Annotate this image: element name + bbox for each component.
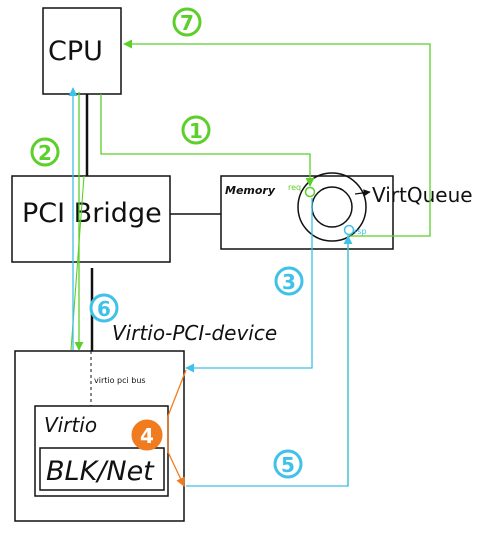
virtqueue-pointer	[354, 189, 371, 197]
virtio-label: Virtio	[44, 413, 97, 437]
step-badge-5: 5	[273, 449, 303, 479]
step-badge-2: 2	[30, 137, 60, 167]
step-number: 6	[97, 297, 111, 321]
step-number: 4	[140, 424, 154, 448]
rsp-label: rsp	[354, 227, 367, 236]
blk-net-label: BLK/Net	[46, 456, 155, 487]
pci-bridge-box	[11, 175, 171, 263]
step5-path	[186, 235, 353, 487]
step-badge-6: 6	[89, 293, 119, 323]
blk-net-box	[39, 447, 165, 491]
step-badge-4: 4	[131, 419, 163, 451]
cpu-box	[42, 7, 122, 95]
memory-box	[220, 175, 394, 250]
memory-label: Memory	[225, 184, 276, 197]
req-label: req	[288, 183, 301, 192]
step4-path	[167, 369, 187, 487]
step3-path	[185, 198, 313, 373]
virtio-pci-device-box	[14, 350, 185, 522]
step-badge-1: 1	[181, 115, 211, 145]
virtio-pci-bus-label: virtio pci bus	[94, 376, 146, 385]
step-number: 2	[38, 141, 52, 165]
req-marker	[304, 186, 316, 198]
pci-bridge-label: PCI Bridge	[22, 198, 162, 229]
step-number: 3	[282, 270, 296, 294]
virtqueue-label: VirtQueue	[372, 183, 473, 207]
step-number: 1	[189, 119, 203, 143]
step1-path	[100, 94, 315, 187]
rsp-marker	[343, 224, 355, 236]
virtio-pci-device-label: Virtio-PCI-device	[112, 321, 277, 345]
cpu-label: CPU	[48, 36, 103, 67]
step-number: 5	[281, 453, 295, 477]
step-badge-7: 7	[172, 7, 202, 37]
step-number: 7	[180, 11, 194, 35]
virtqueue-ring-inner	[311, 186, 353, 228]
step-badge-3: 3	[274, 266, 304, 296]
virtqueue-ring-outer	[297, 172, 367, 242]
step7-path	[123, 39, 431, 486]
